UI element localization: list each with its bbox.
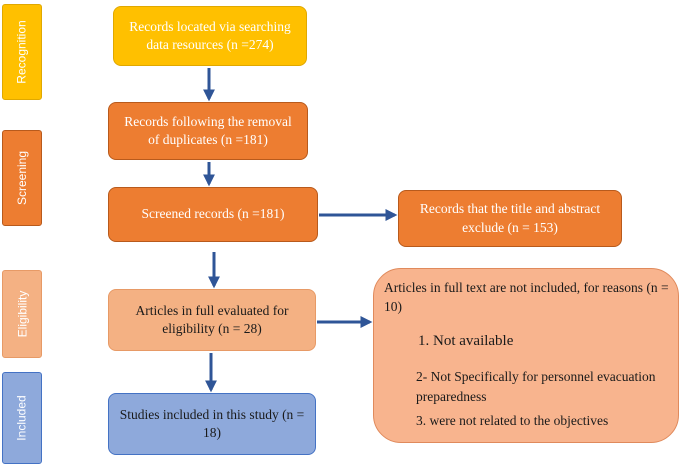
- included-studies-box: Studies included in this study (n = 18): [108, 393, 316, 455]
- screened-records-text: Screened records (n =181): [141, 206, 285, 222]
- exclusion-reason-2: 2- Not Specifically for personnel evacua…: [416, 369, 656, 404]
- full-text-assessed-text: Articles in full evaluated for eligibili…: [135, 302, 289, 336]
- screened-records-box: Screened records (n =181): [108, 187, 318, 242]
- stage-label-included: Included: [2, 372, 42, 464]
- stage-label-eligibility: Eligibility: [2, 270, 42, 358]
- exclusion-reason-1: 1. Not available: [418, 333, 514, 349]
- exclusion-reason-3: 3. were not related to the objectives: [416, 413, 609, 428]
- stage-label-screening: Screening: [2, 130, 42, 226]
- excluded-title-abstract-box: Records that the title and abstract excl…: [398, 190, 622, 247]
- included-studies-text: Studies included in this study (n = 18): [119, 406, 305, 440]
- after-duplicates-text: Records following the removal of duplica…: [124, 113, 292, 147]
- full-text-exclusion-box: Articles in full text are not included, …: [373, 268, 679, 443]
- identified-records-box: Records located via searching data resou…: [113, 6, 307, 66]
- stage-label-recognition: Recognition: [2, 4, 42, 100]
- identified-records-text: Records located via searching data resou…: [129, 18, 291, 52]
- exclusion-heading: Articles in full text are not included, …: [384, 280, 669, 314]
- full-text-assessed-box: Articles in full evaluated for eligibili…: [108, 289, 316, 351]
- excluded-title-abstract-text: Records that the title and abstract excl…: [419, 201, 601, 235]
- after-duplicates-box: Records following the removal of duplica…: [108, 102, 308, 160]
